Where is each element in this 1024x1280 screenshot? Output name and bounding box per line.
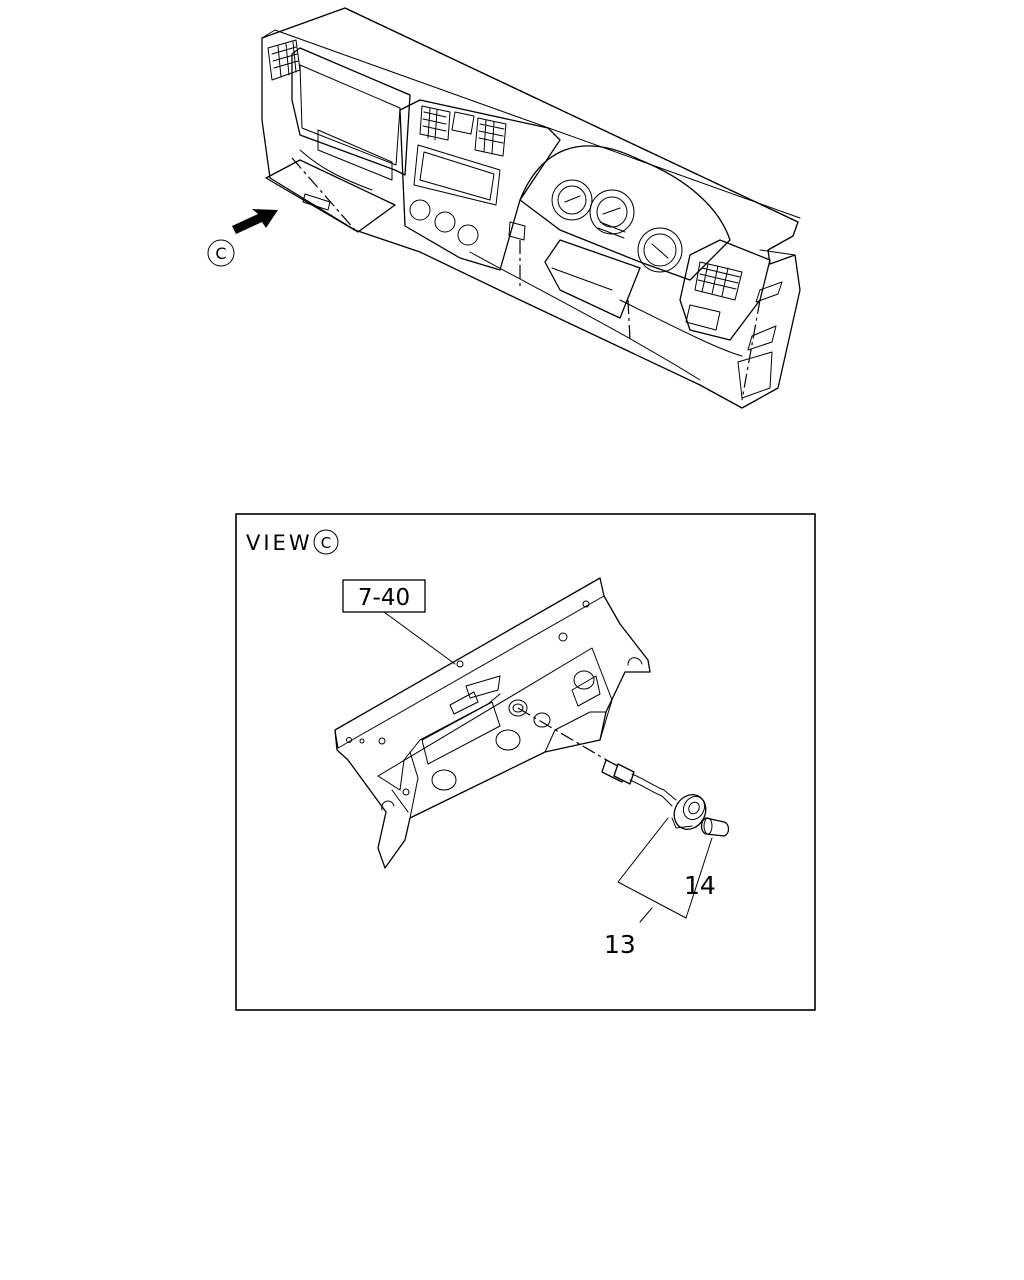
callout-letter: C [215, 244, 226, 263]
view-c-frame [235, 513, 816, 1011]
view-label: VIEW [246, 531, 313, 555]
view-arrow [232, 209, 278, 234]
view-letter: C [321, 534, 331, 552]
wire-harness [517, 707, 677, 807]
leader-lines [617, 817, 713, 923]
dashboard-overview [261, 7, 801, 409]
mounting-bracket [334, 577, 651, 869]
callout-c-marker: C [207, 239, 235, 267]
reference-box-7-40: 7-40 [342, 579, 456, 665]
part-14-bulb [700, 817, 730, 837]
part-number-14: 14 [684, 871, 716, 900]
part-number-13: 13 [604, 930, 636, 959]
view-c-heading: VIEW C [246, 529, 339, 555]
reference-box-label: 7-40 [358, 585, 410, 611]
